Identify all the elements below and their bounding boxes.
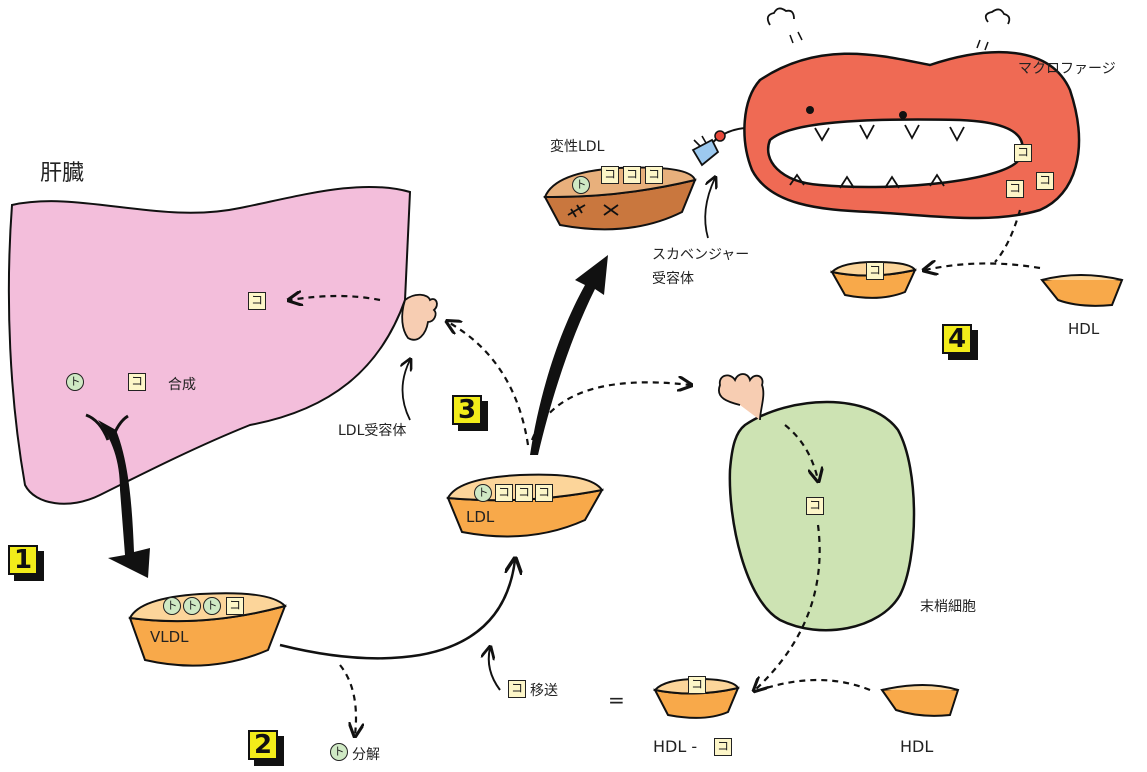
ko-symbol-modified-ldl-3: コ <box>645 166 663 184</box>
ko-symbol-macrophage-1: コ <box>1014 144 1032 162</box>
hdl-label-top: HDL <box>1068 320 1099 338</box>
ko-symbol-hdl-bottom: コ <box>688 676 706 694</box>
scavenger-receptor-label-1: スカベンジャー <box>652 244 749 264</box>
arrow-vldl-to-ldl <box>280 560 515 658</box>
ko-symbol-hdl-ko-label: コ <box>714 738 732 756</box>
ko-symbol-liver: コ <box>128 373 146 391</box>
arrow-hdl-to-hdlko-top <box>925 263 1040 270</box>
arrow-hdl-to-hdlko-bottom <box>760 680 870 690</box>
to-symbol-vldl-1: ト <box>163 597 181 615</box>
step-badge-1: 1 <box>8 545 42 579</box>
arrow-transfer-small <box>489 648 500 690</box>
equals-sign: = <box>608 688 625 712</box>
transfer-label: 移送 <box>530 680 558 700</box>
ldl-receptor-hand <box>402 295 437 340</box>
ko-symbol-cell: コ <box>806 497 824 515</box>
arrow-ldl-to-modified <box>530 255 608 455</box>
modified-ldl-label: 変性LDL <box>550 136 604 156</box>
ko-symbol-hdl-top: コ <box>866 262 884 280</box>
vldl-label: VLDL <box>150 628 189 646</box>
to-symbol-vldl-3: ト <box>203 597 221 615</box>
hdl-boat-bottom <box>882 685 958 716</box>
synthesis-label: 合成 <box>168 374 196 394</box>
hdl-label-bottom: HDL <box>900 737 933 756</box>
ko-symbol-ldl-1: コ <box>495 484 513 502</box>
liver-shape <box>9 187 410 504</box>
macrophage-label: マクロファージ <box>1018 58 1116 78</box>
to-symbol-ldl: ト <box>474 484 492 502</box>
scavenger-pointer <box>705 178 715 238</box>
ko-symbol-modified-ldl-2: コ <box>623 166 641 184</box>
step-badge-2: 2 <box>248 730 282 764</box>
modified-ldl-boat <box>545 168 695 230</box>
ko-symbol-liver-receptor: コ <box>248 292 266 310</box>
receptor-pointer <box>403 360 411 420</box>
hdl-ko-label: HDL - <box>653 737 697 756</box>
ko-symbol-ldl-3: コ <box>535 484 553 502</box>
scavenger-receptor-label-2: 受容体 <box>652 268 694 288</box>
to-symbol-vldl-2: ト <box>183 597 201 615</box>
macrophage <box>744 8 1079 218</box>
ko-symbol-macrophage-3: コ <box>1006 180 1024 198</box>
step-badge-4: 4 <box>942 324 976 358</box>
step-badge-3: 3 <box>452 395 486 429</box>
ko-symbol-modified-ldl-1: コ <box>601 166 619 184</box>
to-symbol-decompose: ト <box>330 743 348 761</box>
ko-symbol-macrophage-2: コ <box>1036 172 1054 190</box>
ldl-receptor-label: LDL受容体 <box>338 420 406 440</box>
peripheral-cell-label: 末梢細胞 <box>920 596 976 616</box>
ldl-label: LDL <box>466 508 494 526</box>
to-symbol-liver: ト <box>66 373 84 391</box>
ko-symbol-ldl-2: コ <box>515 484 533 502</box>
decompose-label: 分解 <box>352 744 380 764</box>
liver-label: 肝臓 <box>40 155 84 187</box>
to-symbol-modified-ldl: ト <box>572 176 590 194</box>
arrow-decompose <box>340 665 356 735</box>
arrow-ldl-to-cell <box>532 382 690 440</box>
ko-symbol-vldl: コ <box>226 597 244 615</box>
ko-symbol-transfer: コ <box>508 680 526 698</box>
hdl-boat-macrophage-empty <box>1042 275 1122 306</box>
